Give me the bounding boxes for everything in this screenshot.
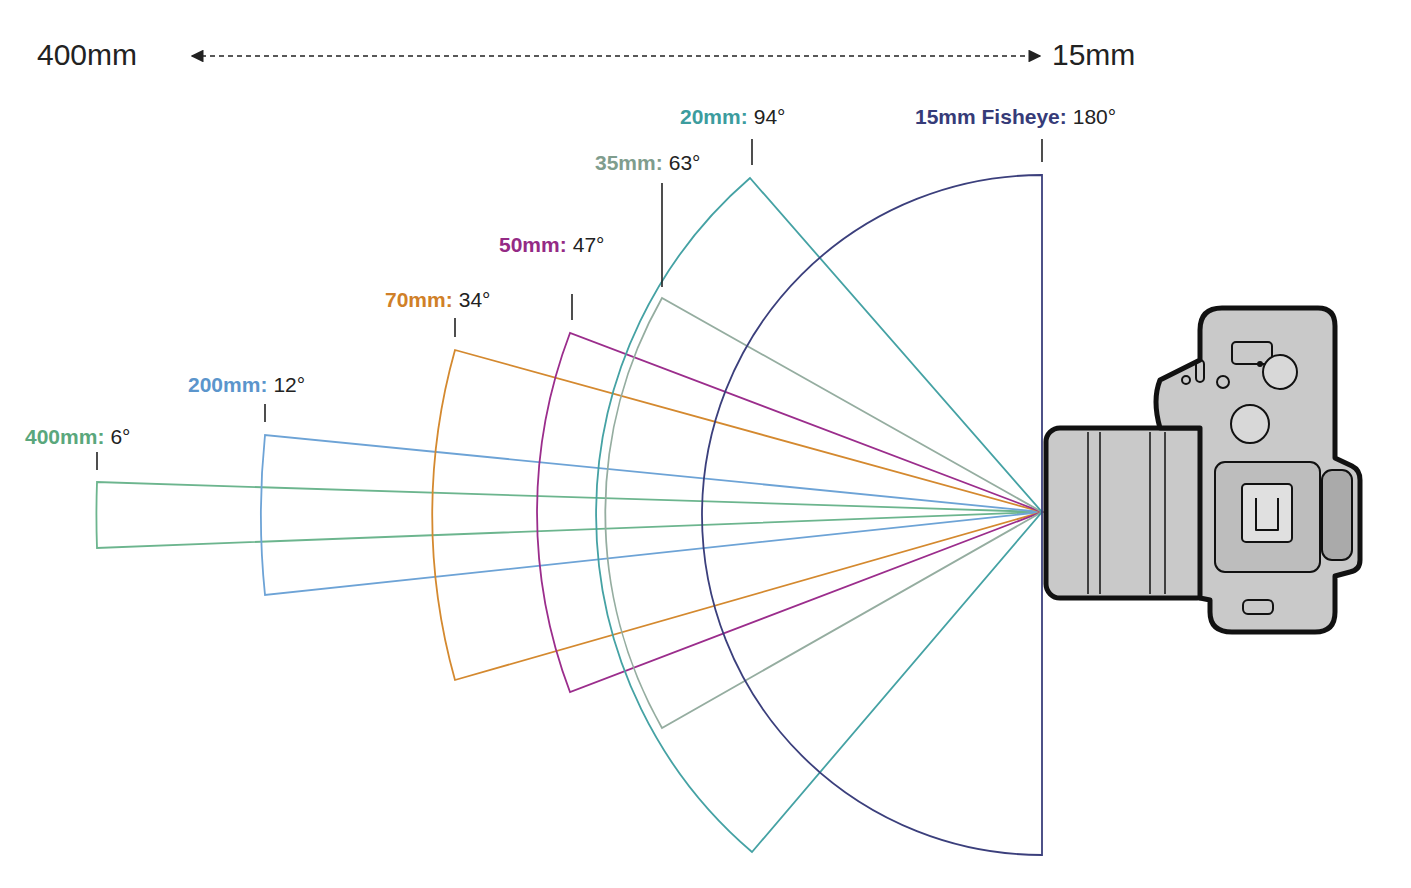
label-ticks — [97, 139, 1042, 470]
wedge-35mm — [605, 298, 1042, 728]
wedge-400mm — [96, 482, 1042, 548]
range-end-label: 15mm — [1052, 37, 1135, 73]
wedge-fisheye — [702, 175, 1042, 855]
angle-of-view: 94° — [754, 104, 786, 129]
focal-length: 200mm: — [188, 372, 267, 397]
range-end-label: 400mm — [37, 37, 137, 73]
angle-of-view: 47° — [573, 232, 605, 257]
range-arrow — [192, 55, 1040, 57]
focal-length: 35mm: — [595, 150, 663, 175]
focal-length: 400mm: — [25, 424, 104, 449]
angle-of-view: 34° — [459, 287, 491, 312]
wedge-70mm — [432, 350, 1042, 680]
wedge-200mm — [261, 435, 1042, 595]
angle-of-view: 180° — [1073, 104, 1116, 129]
angle-of-view: 6° — [110, 424, 130, 449]
focal-length: 20mm: — [680, 104, 748, 129]
angle-of-view: 63° — [669, 150, 701, 175]
focal-length: 70mm: — [385, 287, 453, 312]
angle-of-view: 12° — [273, 372, 305, 397]
focal-length: 15mm Fisheye: — [915, 104, 1067, 129]
fov-wedges — [96, 175, 1042, 855]
focal-length: 50mm: — [499, 232, 567, 257]
camera-illustration — [1046, 308, 1360, 632]
wedge-20mm — [596, 178, 1042, 852]
